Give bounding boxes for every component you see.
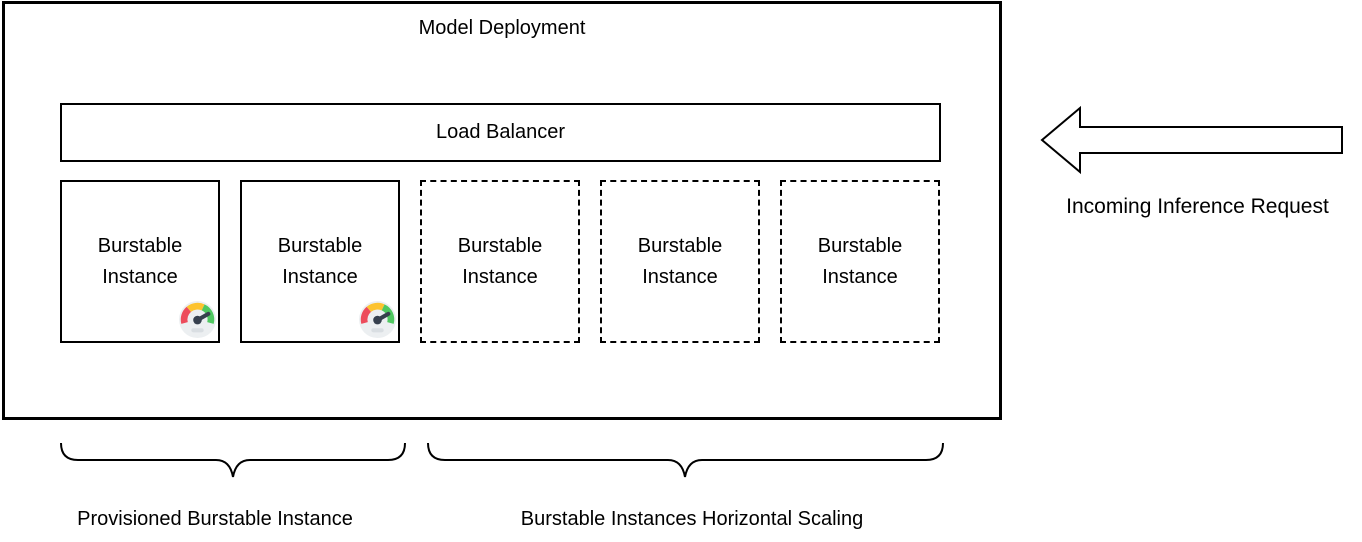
gauge-icon [359, 301, 396, 338]
model-deployment-container: Model Deployment Load Balancer Burstable… [2, 1, 1002, 420]
load-balancer-box: Load Balancer [60, 103, 941, 162]
left-arrow-icon [1040, 105, 1343, 175]
instance-label: Burstable Instance [817, 234, 903, 288]
brace-provisioned [60, 442, 406, 478]
provisioned-burstable-instance-label: Provisioned Burstable Instance [77, 508, 353, 530]
instance-label: Burstable Instance [457, 234, 543, 288]
gauge-hub [193, 315, 202, 325]
brace-annotations [60, 442, 944, 478]
load-balancer-label: Load Balancer [436, 121, 565, 143]
gauge-red-arc [360, 306, 372, 324]
instance-label: Burstable Instance [97, 234, 183, 288]
gauge-icon [179, 301, 216, 338]
burstable-instance-box-4: Burstable Instance [600, 180, 760, 343]
burstable-instance-box-1: Burstable Instance [60, 180, 220, 343]
instance-label: Burstable Instance [637, 234, 723, 288]
burstable-instances-horizontal-scaling-label: Burstable Instances Horizontal Scaling [520, 508, 864, 530]
model-deployment-title: Model Deployment [418, 17, 586, 39]
instance-label: Burstable Instance [277, 234, 363, 288]
gauge-yellow-arc [366, 302, 385, 313]
gauge-hub [373, 315, 382, 325]
gauge-pill [191, 328, 204, 333]
incoming-inference-request-label: Incoming Inference Request [1066, 195, 1329, 218]
gauge-yellow-arc [186, 302, 205, 313]
brace-horizontal-scaling [427, 442, 944, 478]
burstable-instance-box-2: Burstable Instance [240, 180, 400, 343]
burstable-instance-box-5: Burstable Instance [780, 180, 940, 343]
gauge-red-arc [180, 306, 192, 324]
burstable-instance-box-3: Burstable Instance [420, 180, 580, 343]
gauge-pill [371, 328, 384, 333]
